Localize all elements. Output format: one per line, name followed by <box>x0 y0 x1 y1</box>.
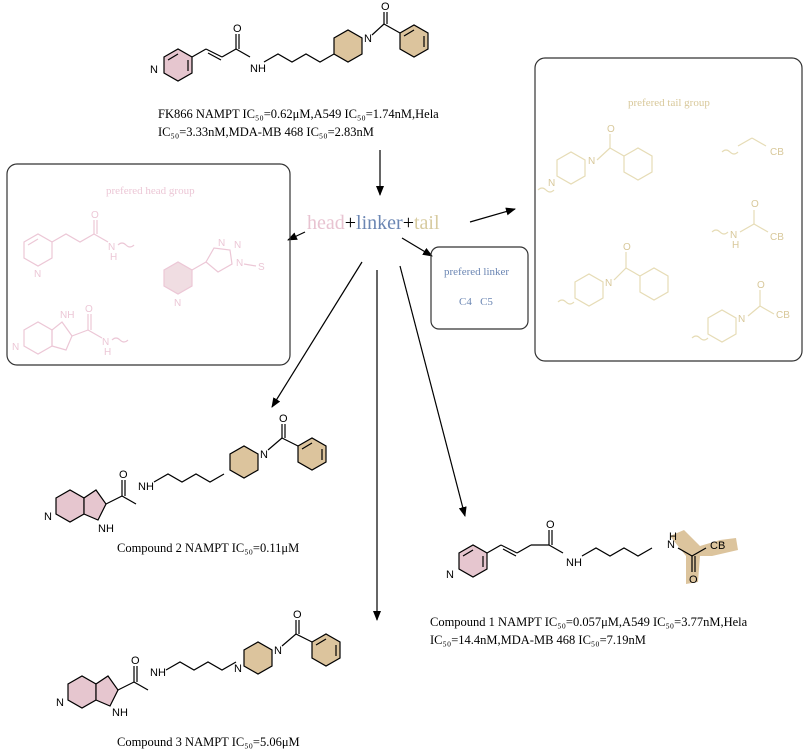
head-1-o: O <box>91 210 99 221</box>
compound-2-pyr-n: N <box>44 511 52 523</box>
fk866-structure: N O NH N O <box>150 1 429 82</box>
tail-1-o: O <box>607 124 615 135</box>
head-1-n2: N <box>108 242 115 253</box>
fk866-caption-line2: IC₅₀=3.33nM,MDA-MB 468 IC₅₀=2.83nM <box>158 125 374 139</box>
head-2-n-b: N <box>234 240 241 251</box>
fk866-benzoyl-o: O <box>381 1 390 13</box>
formula: head+linker+tail <box>307 212 440 234</box>
fk866-piperidine-n: N <box>364 33 372 45</box>
compound-3-nh: NH <box>112 707 128 719</box>
compound-1-o2: O <box>689 574 698 586</box>
fk866-carbonyl-o: O <box>233 23 242 35</box>
compound-2-o2: O <box>279 413 288 425</box>
arrow-to-linker-panel <box>401 237 433 257</box>
fk866-amide-nh: NH <box>250 63 266 75</box>
tail-5-o: O <box>757 280 765 291</box>
formula-tail: tail <box>414 212 440 234</box>
compound-1-cb: CB <box>710 540 725 552</box>
formula-plus-1: + <box>345 212 356 234</box>
head-2-n: N <box>174 298 181 309</box>
compound-1-caption-line1: Compound 1 NAMPT IC₅₀=0.057μM,A549 IC₅₀=… <box>430 615 748 629</box>
head-3-o: O <box>85 304 93 315</box>
compound-3-structure: N NH O NH N N O <box>56 609 341 719</box>
tail-5-cb: CB <box>776 310 790 321</box>
compound-1-tail-n: N <box>667 539 675 551</box>
formula-plus-2: + <box>403 212 414 234</box>
compound-3-amide-n: NH <box>150 667 166 679</box>
compound-1-pyr-n: N <box>446 569 454 581</box>
arrow-to-compound-1 <box>399 265 467 517</box>
head-2-s: S <box>258 262 265 273</box>
compound-3-n1: N <box>234 663 242 675</box>
tail-3-h: H <box>732 240 739 251</box>
compound-2-o1: O <box>119 469 128 481</box>
tail-panel-title: prefered tail group <box>628 97 710 109</box>
formula-linker: linker <box>356 212 403 234</box>
arrow-to-compound-2 <box>271 261 363 408</box>
compound-1-amide-nh: NH <box>566 557 582 569</box>
compound-1-structure: N O NH N H CB O <box>446 519 738 586</box>
tail-2-cb: CB <box>770 147 784 158</box>
compound-1-caption-line2: IC₅₀=14.4nM,MDA-MB 468 IC₅₀=7.19nM <box>430 633 646 647</box>
compound-2-caption: Compound 2 NAMPT IC₅₀=0.11μM <box>117 541 299 555</box>
linker-panel-title: prefered linker <box>444 266 509 278</box>
compound-2-nh: NH <box>98 523 114 535</box>
head-1-h: H <box>110 252 117 263</box>
arrow-to-head-panel <box>287 231 306 241</box>
compound-2-structure: N NH O NH N O <box>44 413 327 535</box>
compound-3-o2: O <box>293 609 302 621</box>
compound-2-amide-n: NH <box>138 481 154 493</box>
compound-1-tail-h: H <box>669 531 677 543</box>
compound-3-caption: Compound 3 NAMPT IC₅₀=5.06μM <box>117 735 300 749</box>
tail-4-n: N <box>605 278 612 289</box>
head-2-n-a: N <box>218 238 225 249</box>
tail-3-cb: CB <box>770 232 784 243</box>
fk866-ring-n: N <box>150 64 158 76</box>
head-3-nh: NH <box>60 310 74 321</box>
head-group-panel: prefered head group N O N H N N N N S N … <box>6 163 291 366</box>
tail-3-n: N <box>730 230 737 241</box>
head-2-n-c: N <box>236 258 243 269</box>
head-3-n2: N <box>102 337 109 348</box>
compound-2-pip-n: N <box>260 449 268 461</box>
compound-3-pyr-n: N <box>56 697 64 709</box>
tail-1-n2: N <box>548 178 555 189</box>
linker-panel: prefered linker C4 C5 <box>430 246 529 330</box>
tail-3-o: O <box>751 199 759 210</box>
head-panel-title: prefered head group <box>106 185 195 197</box>
arrow-to-tail-panel <box>469 207 516 223</box>
linker-options: C4 C5 <box>459 296 493 308</box>
head-3-h: H <box>104 347 111 358</box>
tail-1-n1: N <box>588 156 595 167</box>
fk866-caption-line1: FK866 NAMPT IC₅₀=0.62μM,A549 IC₅₀=1.74nM… <box>158 107 439 121</box>
head-1-n: N <box>34 269 41 280</box>
compound-3-n2: N <box>274 645 282 657</box>
formula-head: head <box>307 212 345 234</box>
head-3-n: N <box>12 342 19 353</box>
tail-5-n: N <box>738 314 745 325</box>
compound-1-o1: O <box>546 519 555 531</box>
tail-4-o: O <box>623 242 631 253</box>
tail-group-panel: prefered tail group N N O CB N H O CB N … <box>534 57 803 362</box>
compound-3-o1: O <box>131 655 140 667</box>
